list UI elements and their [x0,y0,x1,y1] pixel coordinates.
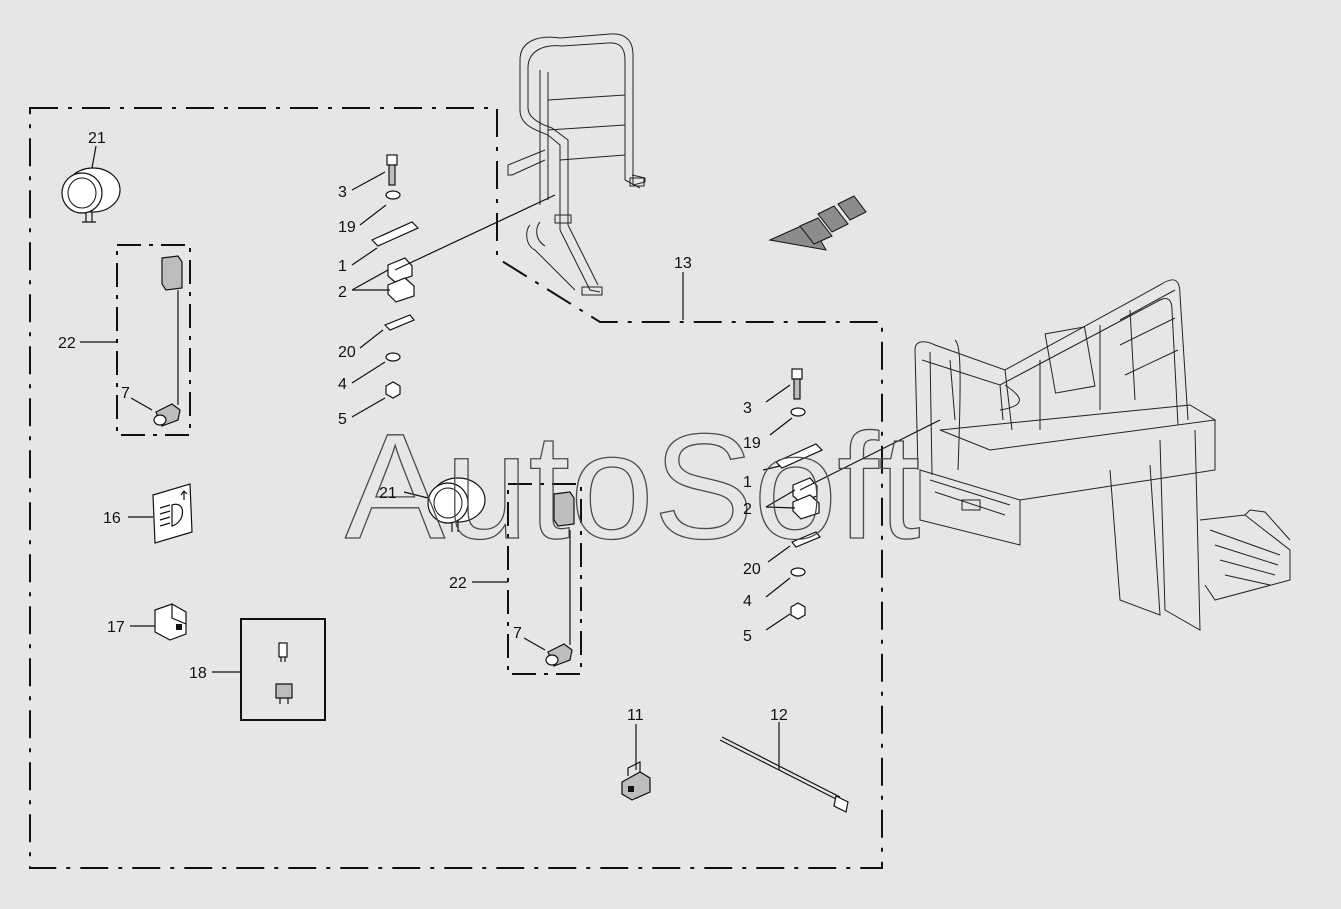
callout-1b: 1 [743,474,752,491]
callout-11: 11 [627,707,644,724]
callout-22b: 22 [449,575,467,592]
connector-clip-icon [621,761,651,801]
callout-21b: 21 [379,485,397,502]
callout-18: 18 [189,665,207,682]
callout-12: 12 [770,707,788,724]
callout-2: 2 [338,284,347,301]
platform-assembly [914,279,1291,631]
relay-small-icon [275,683,293,704]
callout-5: 5 [338,411,347,428]
callout-3: 3 [338,184,347,201]
callout-7: 7 [121,385,130,402]
kit-boundary-left [29,107,883,869]
harness-group-box-2 [507,483,582,675]
headlamp-decal-icon [152,483,193,544]
callout-19b: 19 [743,435,761,452]
callout-22: 22 [58,335,76,352]
connector-icon-2 [545,491,575,667]
callout-21: 21 [88,130,106,147]
fuse-icon [278,642,288,662]
callout-20: 20 [338,344,356,361]
callout-4b: 4 [743,593,752,610]
callout-7b: 7 [513,625,522,642]
ladder-upper [507,33,646,296]
callout-16: 16 [103,510,121,527]
callout-4: 4 [338,376,347,393]
direction-arrow-icon [768,195,867,251]
callout-13: 13 [674,255,692,272]
connector-icon [153,255,183,427]
watermark: AutoSoft [345,402,920,570]
relay-icon [154,603,187,641]
callout-17: 17 [107,619,125,636]
cable-tie-icon [719,736,849,813]
callout-3b: 3 [743,400,752,417]
callout-2b: 2 [743,501,752,518]
callout-1: 1 [338,258,347,275]
callout-labels: 21 22 7 16 17 18 3 19 1 2 20 4 5 13 21 2… [58,130,788,724]
work-lamp-icon-2 [427,477,486,532]
fuse-box-group [240,618,326,721]
clamp-stack-left [370,154,556,399]
callout-5b: 5 [743,628,752,645]
callout-19: 19 [338,219,356,236]
callout-20b: 20 [743,561,761,578]
work-lamp-icon [61,167,121,223]
harness-group-box [116,244,191,436]
clamp-stack-right [774,368,941,620]
